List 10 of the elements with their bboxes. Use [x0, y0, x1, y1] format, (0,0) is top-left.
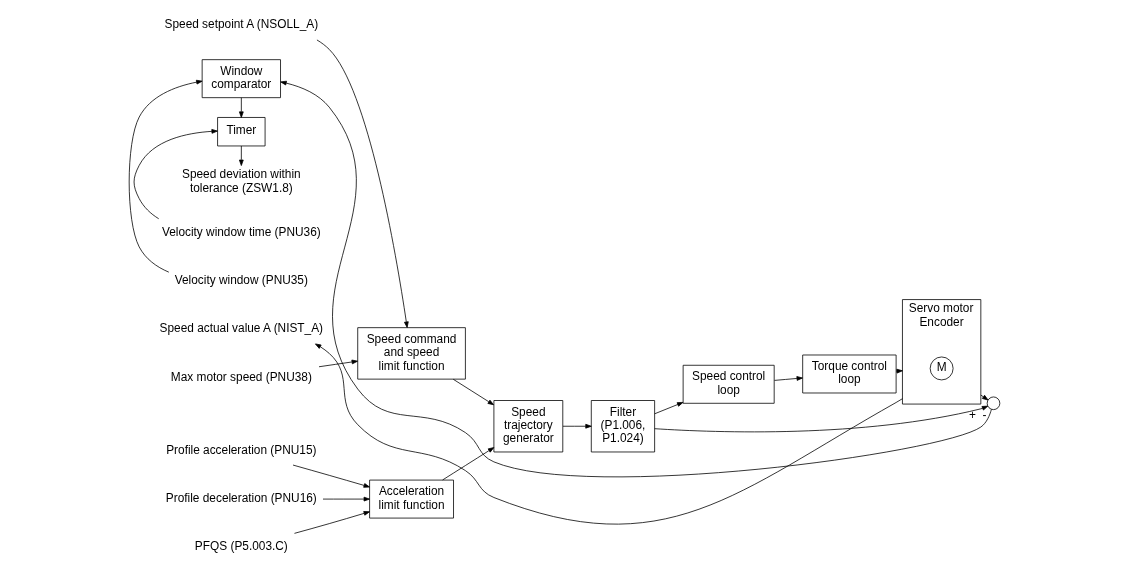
node-text: Profile deceleration (PNU16)	[165, 490, 317, 505]
node-text: Max motor speed (PNU38)	[170, 369, 312, 384]
node-text: Speed actual value A (NIST_A)	[159, 321, 323, 336]
node-label: + -	[968, 408, 986, 423]
node-text: Velocity window (PNU35)	[174, 273, 308, 288]
node-text: Velocity window time (PNU36)	[161, 224, 321, 239]
node-text: PFQS (P5.003.C)	[194, 539, 288, 554]
node-text: Speed setpoint A (NSOLL_A)	[164, 17, 318, 32]
node-text: Speed deviation within tolerance (ZSW1.8)	[181, 167, 301, 195]
node-text: Profile acceleration (PNU15)	[165, 442, 316, 457]
